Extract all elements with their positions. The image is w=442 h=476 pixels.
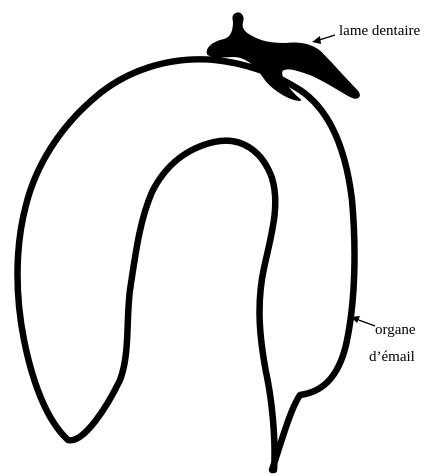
- organe-email-leader-line: [356, 319, 375, 326]
- lame-dentaire-arrowhead: [312, 36, 321, 44]
- lame-dentaire-label: lame dentaire: [339, 23, 421, 39]
- enamel-organ-outer-contour: [18, 59, 355, 470]
- organe-email-label-line1: organe: [375, 322, 416, 338]
- dental-lamina-blob: [208, 13, 359, 100]
- organe-email-label-line2: d’émail: [369, 349, 415, 365]
